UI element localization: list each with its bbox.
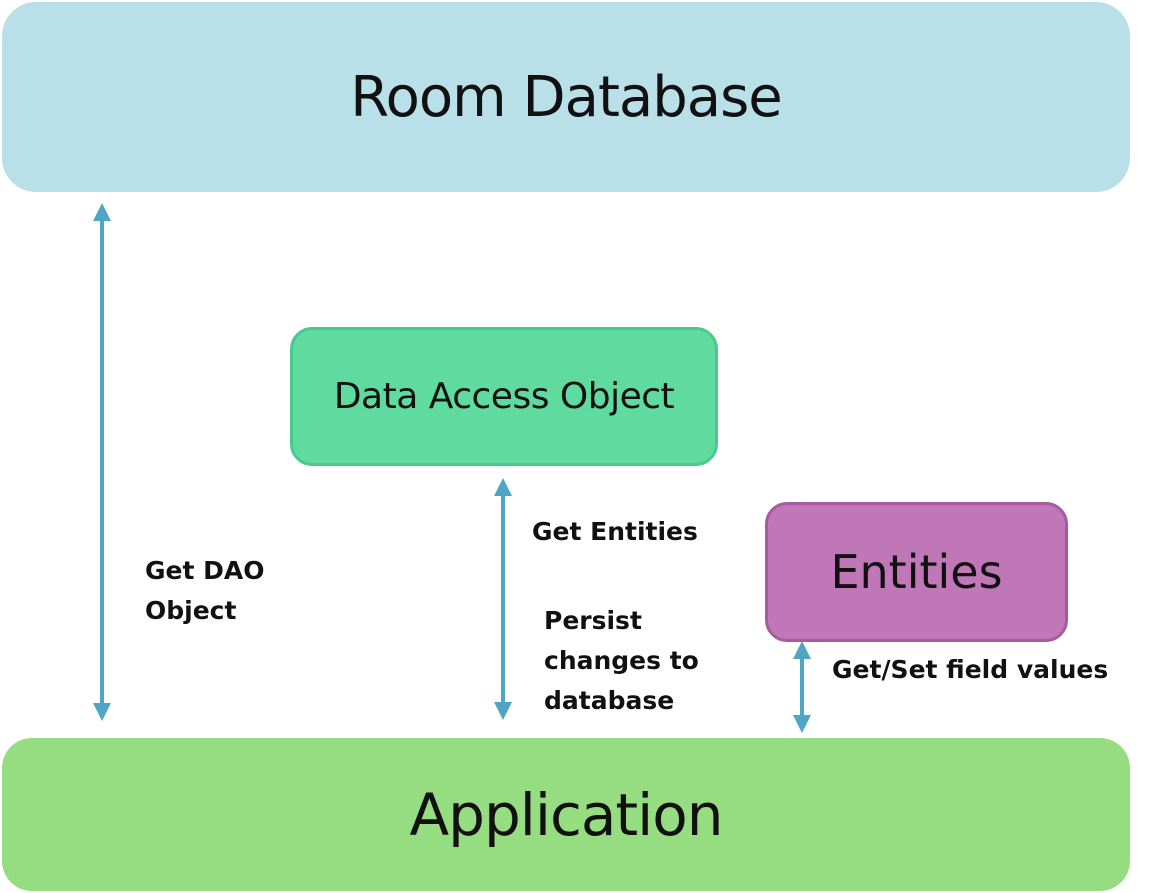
room-database-label: Room Database bbox=[350, 64, 782, 130]
data-access-object-box: Data Access Object bbox=[290, 327, 718, 466]
get-set-field-values-label: Get/Set field values bbox=[832, 655, 1109, 684]
application-box: Application bbox=[2, 738, 1130, 891]
application-label: Application bbox=[409, 780, 723, 849]
get-dao-object-label: Get DAO Object bbox=[145, 556, 265, 625]
entities-label: Entities bbox=[830, 545, 1003, 599]
room-database-box: Room Database bbox=[2, 2, 1130, 192]
data-access-object-label: Data Access Object bbox=[333, 376, 675, 417]
get-entities-label: Get Entities bbox=[532, 517, 698, 546]
entities-box: Entities bbox=[765, 502, 1068, 642]
persist-changes-label: Persist changes to database bbox=[544, 606, 699, 715]
